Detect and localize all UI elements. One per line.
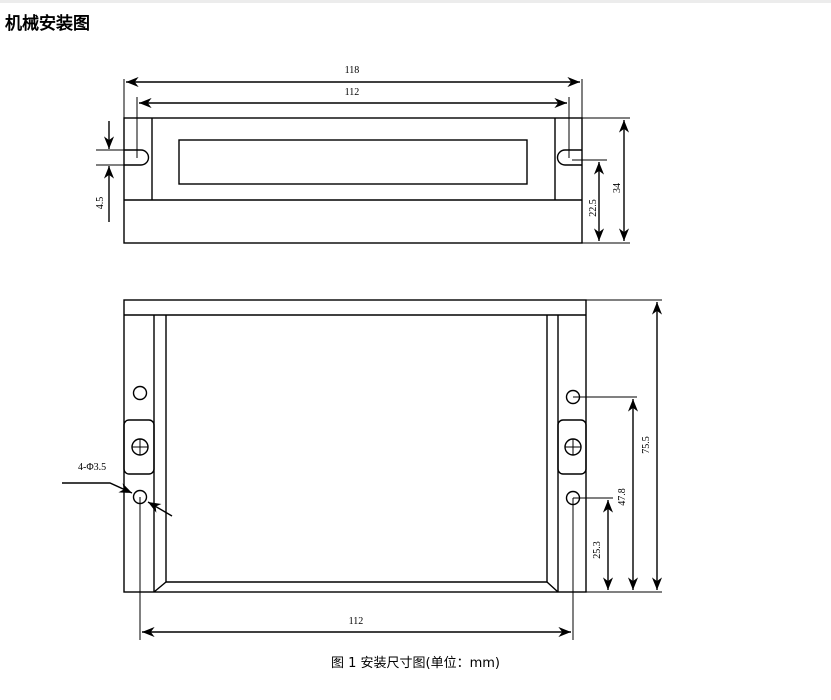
svg-text:118: 118 (345, 65, 360, 76)
display-window (178, 139, 528, 185)
mount-hole (132, 385, 148, 401)
svg-text:4-Φ3.5: 4-Φ3.5 (78, 462, 106, 473)
top-dimensions: 118 112 4.5 22.5 34 (95, 65, 630, 244)
svg-text:4.5: 4.5 (95, 197, 106, 210)
top-view (123, 117, 583, 244)
screw-boss (557, 419, 587, 475)
svg-text:34: 34 (612, 183, 623, 193)
right-slot (556, 149, 582, 166)
section-heading: 机械安装图 (5, 14, 90, 34)
svg-text:25.3: 25.3 (592, 541, 603, 559)
front-dimensions: 75.5 47.8 25.3 112 4-Φ3.5 (62, 299, 663, 640)
top-border (0, 0, 831, 3)
screw-icon (564, 438, 582, 456)
svg-text:112: 112 (345, 87, 360, 98)
front-view (123, 299, 587, 593)
screw-boss (123, 419, 155, 475)
screw-icon (131, 438, 149, 456)
svg-text:22.5: 22.5 (588, 199, 599, 217)
svg-text:47.8: 47.8 (617, 488, 628, 506)
svg-text:75.5: 75.5 (641, 436, 652, 454)
svg-text:112: 112 (349, 616, 364, 627)
left-slot (124, 149, 150, 166)
figure-caption: 图 1 安装尺寸图(单位：mm) (330, 656, 500, 671)
